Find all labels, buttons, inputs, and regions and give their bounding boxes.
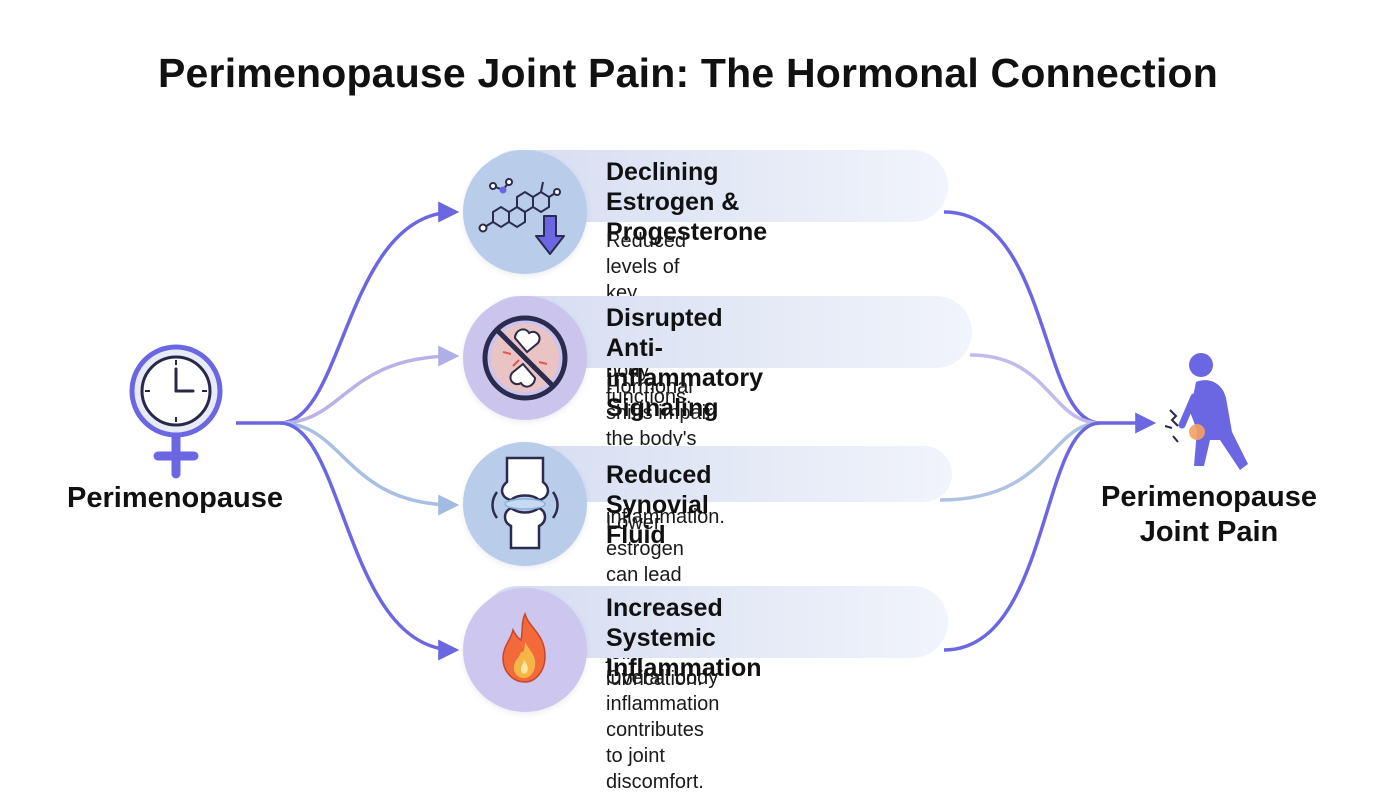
flow-from-factor-2 [969, 353, 1101, 425]
factor-title: Disrupted Anti-inflammatory Signaling [606, 303, 763, 423]
factor-description-line: contributes to joint discomfort. [606, 719, 704, 793]
flow-to-factor-4 [279, 421, 460, 661]
flow-to-factor-1 [279, 201, 460, 425]
factor-icon-circle [463, 150, 587, 274]
factor-icon-circle [463, 442, 587, 566]
blocked-joint-icon [482, 315, 568, 401]
factor-title-line: Declining Estrogen & [606, 158, 740, 216]
factor-title-line: Signaling [606, 394, 719, 422]
factor-description: Overall body inflammation contributes to… [606, 665, 719, 795]
flow-to-factor-3 [279, 421, 460, 516]
knee-joint-icon [491, 456, 559, 550]
factor-title: Declining Estrogen & Progesterone [606, 157, 767, 247]
factor-description-line: Hormonal shifts impair the body's [606, 376, 713, 450]
flow-diagram [129, 201, 1248, 661]
factor-title-line: Reduced Synovial Fluid [606, 461, 712, 549]
flow-from-factor-3 [939, 421, 1101, 502]
factor-title-line: Progesterone [606, 218, 768, 246]
factor-title-line: Inflammation [606, 654, 762, 682]
factor-icon-circle [463, 296, 587, 420]
factor-title-line: Disrupted Anti-inflammatory [606, 304, 763, 392]
factor-title: Increased Systemic Inflammation [606, 593, 762, 683]
flow-from-factor-1 [943, 210, 1101, 425]
factor-description-line: Overall body inflammation [606, 667, 720, 715]
page-title: Perimenopause Joint Pain: The Hormonal C… [158, 50, 1218, 96]
factor-title: Reduced Synovial Fluid [606, 460, 712, 550]
flame-icon [502, 611, 546, 683]
target-label: Perimenopause Joint Pain [1078, 480, 1340, 550]
flow-to-factor-2 [279, 345, 460, 425]
person-knee-pain-icon [1164, 353, 1248, 470]
female-symbol-clock-icon [129, 344, 223, 479]
source-label: Perimenopause [67, 482, 283, 514]
target-label-line: Joint Pain [1139, 516, 1279, 548]
hormone-molecule-down-arrow-icon [478, 178, 565, 255]
target-label-line: Perimenopause [1101, 481, 1317, 513]
factor-icon-circle [463, 588, 587, 712]
factor-title-line: Increased Systemic [606, 594, 723, 652]
flow-from-factor-4 [943, 421, 1101, 652]
factor-description-line: Lower estrogen can lead to [606, 512, 684, 612]
